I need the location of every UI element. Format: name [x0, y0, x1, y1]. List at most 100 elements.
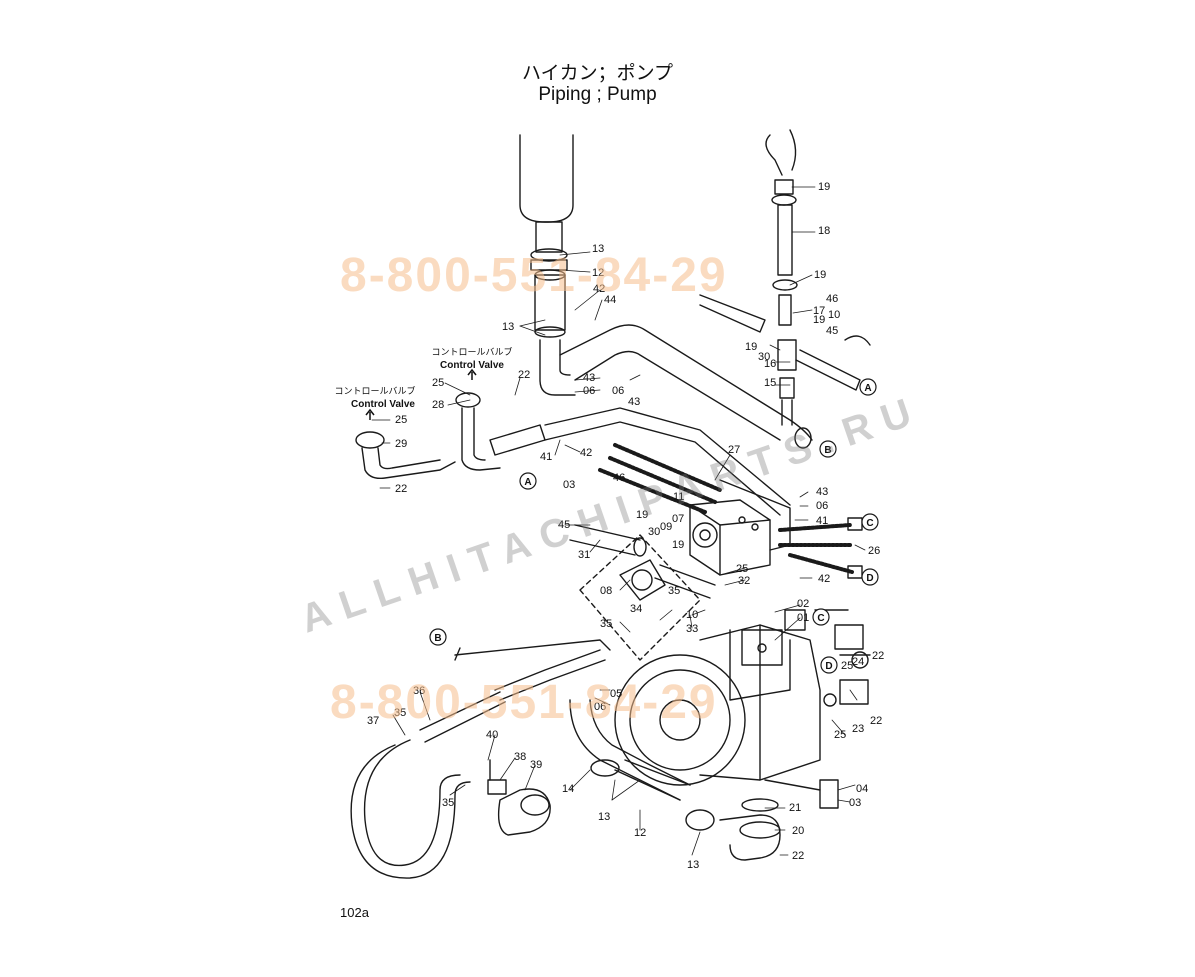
pipe-to-A — [699, 294, 871, 391]
lower-suction-elbow — [569, 699, 781, 861]
part-callouts: 13 12 42 44 13 19 18 19 46 17 10 19 45 1… — [367, 181, 884, 871]
callout-41: 41 — [540, 451, 552, 463]
callout-16: 16 — [764, 358, 776, 370]
callout-14: 14 — [562, 783, 574, 795]
return-pipe — [350, 639, 611, 879]
callout-06-b: 06 — [612, 385, 624, 397]
suction-tube — [569, 524, 716, 599]
callout-36: 36 — [413, 685, 425, 697]
callout-45: 45 — [826, 325, 838, 337]
callout-35-d: 35 — [442, 797, 454, 809]
callout-31: 31 — [578, 549, 590, 561]
callout-10-b: 10 — [686, 609, 698, 621]
connector-C-pump: C — [817, 613, 824, 624]
main-pump — [614, 609, 821, 786]
callout-37: 37 — [367, 715, 379, 727]
callout-42-b: 42 — [580, 447, 592, 459]
connector-B-right: B — [824, 445, 831, 456]
callout-05: 05 — [610, 688, 622, 700]
callout-02: 02 — [797, 598, 809, 610]
hoses-C-D — [778, 517, 863, 579]
connector-C-right: C — [866, 518, 873, 529]
callout-20: 20 — [792, 825, 804, 837]
callout-12: 12 — [592, 267, 604, 279]
callout-25-b: 25 — [395, 414, 407, 426]
callout-22-e: 22 — [792, 850, 804, 862]
callout-17: 17 — [813, 305, 825, 317]
callout-33: 33 — [686, 623, 698, 635]
callout-32: 32 — [738, 575, 750, 587]
callout-24: 24 — [852, 656, 864, 668]
svg-text:Control Valve: Control Valve — [351, 399, 415, 410]
connector-D-right: D — [866, 573, 873, 584]
callout-22-d: 22 — [870, 715, 882, 727]
connector-markers — [429, 378, 879, 674]
connector-B-left: B — [434, 633, 441, 644]
gear-pump — [689, 499, 771, 576]
callout-43: 43 — [583, 372, 595, 384]
callout-43-b: 43 — [628, 396, 640, 408]
callout-34: 34 — [630, 603, 642, 615]
callout-13-c: 13 — [598, 811, 610, 823]
svg-text:コントロールバルブ: コントロールバルブ — [334, 385, 415, 397]
callout-03-b: 03 — [849, 797, 861, 809]
callout-43-c: 43 — [816, 486, 828, 498]
control-valve-label-upper: コントロールバルブ Control Valve — [431, 346, 513, 380]
callout-27: 27 — [728, 444, 740, 456]
title-english: Piping ; Pump — [538, 84, 657, 105]
callout-06-d: 06 — [594, 701, 606, 713]
callout-19-f: 19 — [672, 539, 684, 551]
callout-30-b: 30 — [648, 526, 660, 538]
callout-42-c: 42 — [818, 573, 830, 585]
callout-26: 26 — [868, 545, 880, 557]
callout-29: 29 — [395, 438, 407, 450]
outlet-fittings — [814, 609, 871, 707]
callout-09: 09 — [660, 521, 672, 533]
callout-25-c: 25 — [736, 563, 748, 575]
clamp-bracket — [764, 779, 839, 809]
suction-pipe-upper — [559, 324, 813, 449]
callout-41-b: 41 — [816, 515, 828, 527]
callout-07: 07 — [672, 513, 684, 525]
callout-06: 06 — [583, 385, 595, 397]
callout-10: 10 — [828, 309, 840, 321]
callout-13-d: 13 — [687, 859, 699, 871]
callout-35: 35 — [668, 585, 680, 597]
callout-13-b: 13 — [502, 321, 514, 333]
callout-19-c: 19 — [813, 314, 825, 326]
callout-30: 30 — [758, 351, 770, 363]
callout-45-b: 45 — [558, 519, 570, 531]
callout-23: 23 — [852, 723, 864, 735]
svg-text:コントロールバルブ: コントロールバルブ — [431, 346, 512, 358]
callout-04: 04 — [856, 783, 868, 795]
callout-35-b: 35 — [600, 618, 612, 630]
callout-19-e: 19 — [636, 509, 648, 521]
callout-40: 40 — [486, 729, 498, 741]
callout-19: 19 — [818, 181, 830, 193]
callout-35-c: 35 — [394, 707, 406, 719]
page-number: 102a — [340, 905, 369, 920]
gasket-plane — [579, 534, 701, 661]
callout-11: 11 — [673, 491, 684, 503]
connector-A-right: A — [864, 383, 871, 394]
right-hose-assembly — [765, 129, 798, 426]
callout-39: 39 — [530, 759, 542, 771]
callout-46-b: 46 — [613, 472, 625, 484]
callout-22-b: 22 — [395, 483, 407, 495]
callout-08: 08 — [600, 585, 612, 597]
callout-03: 03 — [563, 479, 575, 491]
callout-22-c: 22 — [872, 650, 884, 662]
pressure-hoses — [598, 443, 791, 551]
svg-text:Control Valve: Control Valve — [440, 360, 504, 371]
callout-38: 38 — [514, 751, 526, 763]
callout-44: 44 — [604, 294, 616, 306]
callout-22: 22 — [518, 369, 530, 381]
callout-19-b: 19 — [814, 269, 826, 281]
control-valve-label-lower: コントロールバルブ Control Valve — [334, 385, 416, 420]
callout-12-b: 12 — [634, 827, 646, 839]
drain-fitting — [487, 759, 551, 836]
callout-13: 13 — [592, 243, 604, 255]
hydraulic-tank — [519, 134, 576, 396]
callout-28: 28 — [432, 399, 444, 411]
